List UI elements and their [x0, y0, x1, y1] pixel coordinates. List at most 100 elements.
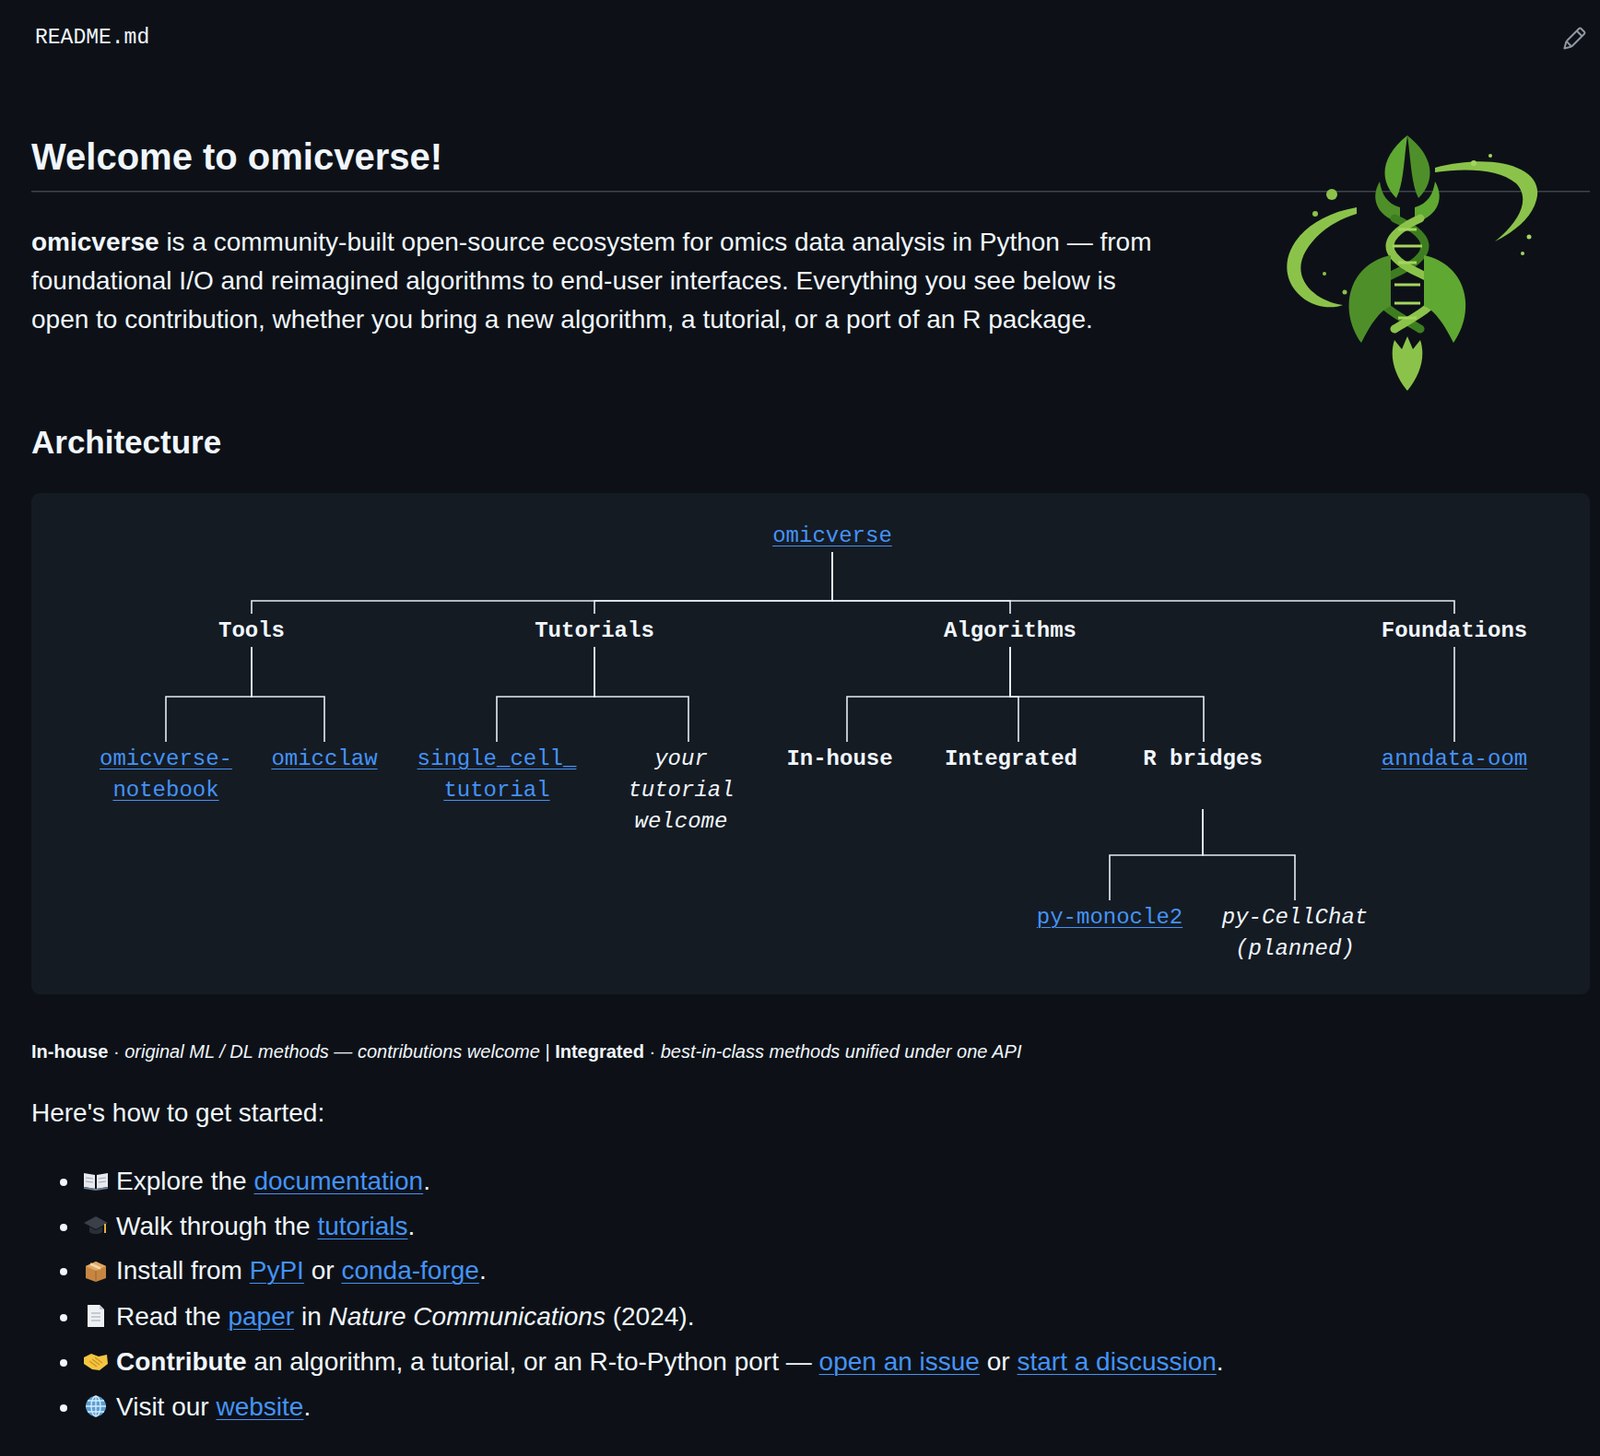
placeholder-node: your tutorial welcome [624, 743, 737, 838]
subcategory-node: R bridges [1140, 743, 1266, 776]
root-node: omicverse [769, 520, 895, 553]
globe-icon [85, 1396, 106, 1417]
link-text: conda-forge [341, 1256, 479, 1285]
list-item-text: or [987, 1347, 1011, 1377]
list-item-text: Nature Communications [329, 1302, 606, 1331]
intro-text-line: omicverseis a community-built open-sourc… [31, 223, 1170, 340]
repo-node: omicverse- notebook [96, 743, 236, 807]
diagram-note: In-house [31, 1041, 108, 1062]
list-item-text-line: Explore thedocumentation. [116, 1162, 431, 1201]
logo [1286, 135, 1538, 391]
file-name-line: README.md [35, 25, 150, 50]
intro-line: Here's how to get started: [31, 1098, 325, 1128]
list-item-text: . [423, 1166, 431, 1196]
list-item-text: . [479, 1256, 487, 1285]
link-text: start a discussion [1017, 1347, 1217, 1377]
list-item-text-line: Visit ourwebsite. [116, 1388, 311, 1427]
list-item-text: an algorithm, a tutorial, or an R-to-Pyt… [253, 1347, 812, 1377]
list-item-text-line: Install fromPyPIorconda-forge. [116, 1251, 487, 1291]
package-icon [85, 1261, 106, 1283]
repo-node: anndata-oom [1378, 743, 1530, 776]
tree-connector [832, 552, 1455, 614]
node-label: R bridges [1142, 746, 1263, 772]
list-item-text: or [311, 1256, 335, 1285]
heading-rule [31, 190, 1590, 193]
node-label: omicclaw [270, 746, 377, 772]
link-text: paper [227, 1302, 295, 1331]
code-block: omicverseTools Tutorials Algorithms Foundat… [31, 493, 1590, 995]
tree-connector [251, 552, 833, 614]
node-label: omicverse- notebook [99, 746, 233, 803]
edit-icon [1562, 27, 1586, 51]
list-bullets [59, 1178, 68, 1412]
node-label: Algorithms [943, 618, 1077, 644]
node-label: single_cell_ tutorial [417, 746, 577, 803]
link-text: PyPI [249, 1256, 305, 1285]
list-item-text-line: Read thepaperinNature Communications(202… [116, 1297, 695, 1337]
node-label: py-CellChat (planned) [1222, 905, 1368, 962]
graduation-cap-icon [83, 1216, 108, 1235]
list-item-text-line: Contributean algorithm, a tutorial, or a… [116, 1342, 1224, 1382]
list-item-text: Visit our [116, 1392, 210, 1422]
category-node: Tools [215, 615, 288, 648]
subcategory-node: In-house [783, 743, 895, 776]
handshake-icon [83, 1353, 108, 1371]
tree-connector [1010, 647, 1019, 742]
page-icon [87, 1305, 105, 1328]
list-item-text: (2024). [612, 1302, 695, 1331]
subcategory-node: Integrated [941, 743, 1081, 776]
repo-node: py-monocle2 [1034, 902, 1186, 934]
intro-text: is a community-built open-source ecosyst… [31, 227, 1152, 334]
repo-node: omicclaw [268, 743, 380, 776]
list-item-text: . [1216, 1347, 1224, 1377]
link-text: tutorials [317, 1211, 408, 1241]
node-label: omicverse [772, 523, 893, 549]
tree-connector [251, 647, 325, 742]
tree-connector [165, 647, 252, 742]
list-item-text: Read the [116, 1302, 222, 1331]
node-label: py-monocle2 [1036, 905, 1183, 930]
list-item-text: Contribute [116, 1347, 248, 1377]
diagram-note: · [113, 1041, 120, 1062]
list-item-text: Walk through the [116, 1211, 311, 1241]
list-item-text: . [408, 1211, 416, 1241]
page-title: Welcome to omicverse! [31, 130, 443, 183]
list-item-text: . [303, 1392, 311, 1422]
section-heading-line: Architecture [31, 423, 222, 461]
node-label: your tutorial welcome [627, 746, 734, 835]
node-label: Tutorials [534, 618, 655, 644]
category-node: Foundations [1378, 615, 1530, 648]
intro-text: omicverse [31, 227, 160, 257]
file-name: README.md [35, 25, 150, 50]
tree-connector [1453, 647, 1456, 742]
list-item-text-line: Walk through thetutorials. [116, 1207, 415, 1247]
tree-connector [847, 647, 1011, 742]
diagram-note: · [648, 1041, 656, 1062]
tree-connector [594, 647, 689, 742]
tree-connector [832, 552, 1011, 614]
node-label: In-house [786, 746, 893, 772]
tree-connector [1202, 809, 1295, 901]
diagram-note: Integrated [554, 1041, 645, 1062]
category-node: Algorithms [941, 615, 1080, 648]
diagram-note: original ML / DL methods — contributions… [124, 1041, 541, 1062]
link-text: open an issue [819, 1347, 980, 1377]
book-icon [83, 1173, 108, 1190]
tree-connector [1109, 809, 1203, 901]
intro-line-line: Here's how to get started: [31, 1094, 325, 1133]
link-text: website [215, 1392, 304, 1422]
category-node: Tutorials [531, 615, 658, 648]
link-text: documentation [253, 1166, 424, 1196]
node-label: Foundations [1381, 618, 1528, 644]
diagram-note: | [544, 1041, 550, 1062]
section-heading: Architecture [31, 423, 222, 460]
list-item-text: Explore the [116, 1166, 248, 1196]
placeholder-node: py-CellChat (planned) [1219, 902, 1371, 965]
node-label: Integrated [944, 746, 1078, 772]
list-item-text: Install from [116, 1256, 243, 1285]
list-item-text: in [301, 1302, 322, 1331]
node-label: anndata-oom [1381, 746, 1528, 772]
node-label: Tools [218, 618, 285, 644]
diagram-note-line: In-house·original ML / DL methods — cont… [31, 1039, 1022, 1064]
diagram-note: best-in-class methods unified under one … [660, 1041, 1023, 1062]
